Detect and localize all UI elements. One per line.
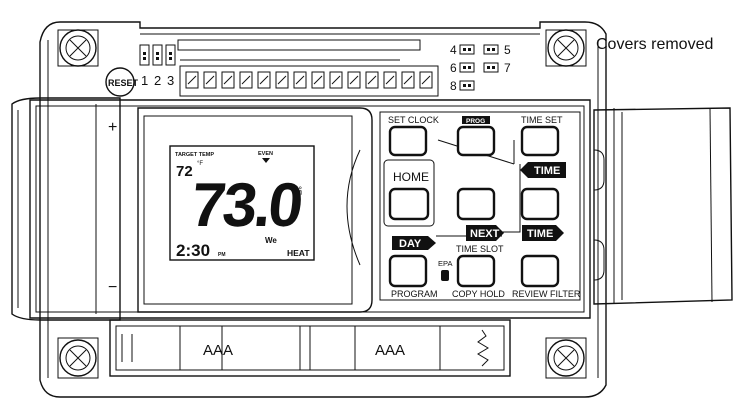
screw-post-top-left	[57, 29, 99, 67]
terminal-slot	[205, 75, 215, 85]
terminal-slot	[313, 75, 323, 85]
terminal-block	[179, 65, 439, 97]
time-tag-lower	[522, 225, 564, 241]
jumper-number-5: 5	[504, 43, 511, 57]
terminal-screw	[221, 71, 235, 89]
terminal-screw	[257, 71, 271, 89]
terminal-screw	[239, 71, 253, 89]
terminal-screw	[185, 71, 199, 89]
time-tag-upper-text: TIME	[534, 165, 560, 177]
terminal-slot	[367, 75, 377, 85]
battery-label-2: AAA	[375, 342, 405, 359]
terminal-screw	[419, 71, 433, 89]
day-tag-text: DAY	[399, 238, 422, 250]
clock: 2:30	[176, 241, 210, 260]
jumper-number-2: 2	[154, 73, 161, 88]
jumper-number-7: 7	[504, 61, 511, 75]
program-marker-icon	[262, 158, 270, 163]
mode-label: HEAT	[287, 248, 310, 258]
screw-post-bottom-right	[545, 337, 587, 379]
time-set-button[interactable]	[520, 125, 560, 157]
target-temp-value: 72	[176, 163, 193, 180]
epa-label: EPA	[438, 259, 452, 268]
set-clock-button[interactable]	[388, 125, 428, 157]
previous-button[interactable]	[456, 187, 496, 221]
home-frame	[383, 159, 435, 227]
target-temp-label: TARGET TEMP	[175, 152, 214, 158]
prog-button[interactable]	[456, 125, 496, 157]
terminal-screw	[293, 71, 307, 89]
set-clock-label: SET CLOCK	[388, 115, 439, 125]
terminal-screw	[347, 71, 361, 89]
minus-symbol: −	[108, 279, 117, 296]
time-tag-lower-text: TIME	[527, 228, 553, 240]
next-tag-text: NEXT	[470, 228, 500, 240]
program-label: EVEN	[258, 151, 273, 157]
terminal-slot	[295, 75, 305, 85]
terminal-slot	[223, 75, 233, 85]
terminal-screw	[401, 71, 415, 89]
terminal-slot	[385, 75, 395, 85]
home-button[interactable]	[388, 187, 430, 221]
terminal-slot	[421, 75, 431, 85]
lcd-frame	[137, 107, 373, 313]
left-cover-edge: + −	[11, 97, 121, 321]
jumper-number-1: 1	[141, 73, 148, 88]
terminal-screw	[311, 71, 325, 89]
time-tag-upper	[520, 162, 566, 178]
jumper-number-3: 3	[167, 73, 174, 88]
review-filter-button[interactable]	[520, 254, 560, 288]
terminal-screw	[203, 71, 217, 89]
target-temp-unit: °F	[197, 161, 203, 167]
lcd-screen: TARGET TEMP EVEN 72 °F 73.0 °F We 2:30 P…	[169, 145, 315, 261]
terminal-slot	[331, 75, 341, 85]
program-label: PROGRAM	[391, 289, 438, 299]
jumper-number-4: 4	[450, 43, 457, 57]
battery-label-1: AAA	[203, 342, 233, 359]
battery-spring-icon	[477, 329, 489, 367]
terminal-slot	[277, 75, 287, 85]
next-tag	[466, 225, 504, 241]
time-set-label: TIME SET	[521, 115, 563, 125]
time-slot-label: TIME SLOT	[456, 244, 504, 254]
terminal-screw	[383, 71, 397, 89]
screw-post-bottom-left	[57, 337, 99, 379]
jumper-number-8: 8	[450, 79, 457, 93]
reset-label: RESET	[108, 78, 139, 88]
copy-hold-button[interactable]	[456, 254, 496, 288]
reset-button: RESET	[105, 67, 139, 97]
terminal-slot	[403, 75, 413, 85]
epa-icon	[441, 270, 449, 281]
back-plate	[39, 21, 607, 398]
terminal-slot	[259, 75, 269, 85]
jumper-number-6: 6	[450, 61, 457, 75]
right-cover	[593, 107, 733, 305]
program-button[interactable]	[388, 254, 428, 288]
day-label: We	[265, 236, 277, 245]
review-filter-label: REVIEW FILTER	[512, 289, 581, 299]
terminal-screw	[365, 71, 379, 89]
day-tag	[392, 236, 436, 250]
caption: Covers removed	[596, 36, 713, 53]
jumper-block-right: 4 5 6 7 8	[450, 43, 511, 93]
current-temp: 73.0	[188, 171, 305, 240]
terminal-slot	[349, 75, 359, 85]
terminal-screw	[275, 71, 289, 89]
terminal-screw	[329, 71, 343, 89]
battery-compartment	[109, 319, 511, 377]
current-temp-unit: °F	[293, 186, 303, 196]
home-label: HOME	[393, 170, 429, 184]
prog-label: PROG	[466, 118, 485, 125]
terminal-slot	[241, 75, 251, 85]
screw-post-top-right	[545, 29, 587, 67]
prog-label-bg	[462, 116, 490, 124]
time-adjust-button[interactable]	[520, 187, 560, 221]
copy-hold-label: COPY HOLD	[452, 289, 505, 299]
jumper-block-left: 1 2 3	[139, 44, 176, 88]
clock-suffix: PM	[218, 252, 226, 258]
front-panel	[29, 99, 591, 319]
plus-symbol: +	[108, 119, 117, 136]
terminal-slot	[187, 75, 197, 85]
